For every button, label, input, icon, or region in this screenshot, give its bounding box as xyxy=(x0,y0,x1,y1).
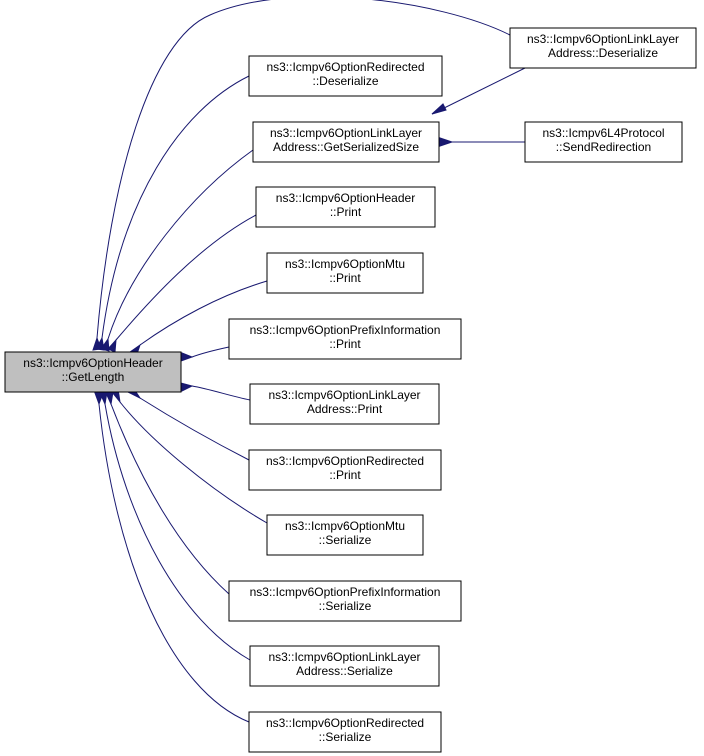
node-box xyxy=(524,121,683,163)
node-label-line-1: ns3::Icmpv6OptionRedirected xyxy=(266,60,424,74)
node-label-line-1: ns3::Icmpv6OptionPrefixInformation xyxy=(250,323,441,337)
node-hdr_print[interactable]: ns3::Icmpv6OptionHeader::Print xyxy=(255,186,436,228)
node-label-line-1: ns3::Icmpv6OptionRedirected xyxy=(266,454,424,468)
node-box xyxy=(266,514,424,556)
edge-lla_deser-to-root xyxy=(92,0,511,351)
node-label-line-1: ns3::Icmpv6OptionMtu xyxy=(285,257,405,271)
node-mtu_print[interactable]: ns3::Icmpv6OptionMtu::Print xyxy=(266,252,424,294)
node-label-line-2: Address::Serialize xyxy=(296,664,393,678)
node-label-line-1: ns3::Icmpv6OptionLinkLayer xyxy=(268,650,420,664)
edge-lla_deser-to-lla_getsize xyxy=(431,67,526,115)
edge-line xyxy=(110,403,230,595)
node-label-line-2: ::GetLength xyxy=(62,370,125,384)
edge-pi_print-to-root xyxy=(180,346,230,362)
node-pi_ser[interactable]: ns3::Icmpv6OptionPrefixInformation::Seri… xyxy=(228,580,462,622)
node-label-line-1: ns3::Icmpv6OptionPrefixInformation xyxy=(250,585,441,599)
arrowhead-icon xyxy=(94,392,104,406)
arrowhead-icon xyxy=(107,338,117,353)
node-mtu_ser[interactable]: ns3::Icmpv6OptionMtu::Serialize xyxy=(266,514,424,556)
node-label-line-2: Address::GetSerializedSize xyxy=(273,140,419,154)
node-box xyxy=(248,449,442,491)
edge-lla_print-to-root xyxy=(180,382,251,401)
arrowhead-icon xyxy=(180,352,194,362)
edge-red_print-to-root xyxy=(127,385,250,461)
node-label-line-2: ::SendRedirection xyxy=(556,140,651,154)
edge-mtu_ser-to-root xyxy=(111,388,268,524)
node-layer: ns3::Icmpv6OptionHeader::GetLengthns3::I… xyxy=(4,27,697,753)
edge-red_deser-to-root xyxy=(95,75,250,351)
node-root: ns3::Icmpv6OptionHeader::GetLength xyxy=(4,351,182,393)
node-label-line-1: ns3::Icmpv6OptionLinkLayer xyxy=(268,388,420,402)
edge-line xyxy=(191,385,251,401)
node-label-line-2: ::Print xyxy=(329,337,361,351)
edge-line xyxy=(191,346,230,358)
edge-line xyxy=(96,0,511,339)
node-label-line-2: Address::Print xyxy=(307,402,383,416)
node-l4_sendred[interactable]: ns3::Icmpv6L4Protocol::SendRedirection xyxy=(524,121,683,163)
edge-line xyxy=(139,280,268,346)
node-label-line-1: ns3::Icmpv6OptionHeader xyxy=(276,191,415,205)
node-lla_deser[interactable]: ns3::Icmpv6OptionLinkLayerAddress::Deser… xyxy=(509,27,697,69)
node-label-line-2: ::Print xyxy=(330,205,362,219)
edge-l4_sendred-to-lla_getsize xyxy=(439,137,525,147)
arrowhead-icon xyxy=(431,103,447,115)
node-label-line-2: ::Print xyxy=(329,468,361,482)
edge-pi_ser-to-root xyxy=(105,391,230,595)
node-lla_getsize[interactable]: ns3::Icmpv6OptionLinkLayerAddress::GetSe… xyxy=(252,121,440,163)
node-box xyxy=(249,383,440,425)
edge-line xyxy=(107,149,254,340)
node-box xyxy=(252,121,440,163)
edge-hdr_print-to-root xyxy=(107,214,257,353)
node-box xyxy=(266,252,424,294)
node-label-line-2: Address::Deserialize xyxy=(548,46,658,60)
node-pi_print[interactable]: ns3::Icmpv6OptionPrefixInformation::Prin… xyxy=(228,318,462,360)
edge-line xyxy=(139,397,250,461)
node-label-line-1: ns3::Icmpv6OptionLinkLayer xyxy=(270,126,422,140)
edge-line xyxy=(431,67,526,115)
edge-line xyxy=(104,403,251,661)
edge-line xyxy=(101,75,250,339)
edge-line xyxy=(115,214,257,341)
node-box xyxy=(509,27,697,69)
node-box xyxy=(255,186,436,228)
node-box xyxy=(4,351,182,393)
node-red_print[interactable]: ns3::Icmpv6OptionRedirected::Print xyxy=(248,449,442,491)
node-label-line-1: ns3::Icmpv6OptionMtu xyxy=(285,519,405,533)
node-label-line-2: ::Deserialize xyxy=(312,74,378,88)
node-box xyxy=(228,318,462,360)
edge-lla_getsize-to-root xyxy=(100,149,254,352)
node-box xyxy=(228,580,462,622)
edge-red_ser-to-root xyxy=(94,392,250,723)
node-lla_ser[interactable]: ns3::Icmpv6OptionLinkLayerAddress::Seria… xyxy=(249,645,440,687)
node-label-line-2: ::Serialize xyxy=(319,599,372,613)
node-label-line-2: ::Serialize xyxy=(319,533,372,547)
node-label-line-1: ns3::Icmpv6OptionHeader xyxy=(23,356,162,370)
node-label-line-2: ::Serialize xyxy=(319,730,372,744)
node-box xyxy=(248,711,442,753)
arrowhead-icon xyxy=(180,382,194,392)
arrowhead-icon xyxy=(100,337,110,352)
node-label-line-1: ns3::Icmpv6OptionLinkLayer xyxy=(527,32,679,46)
node-label-line-2: ::Print xyxy=(329,271,361,285)
arrowhead-icon xyxy=(439,137,454,147)
edge-line xyxy=(98,403,250,723)
node-red_ser[interactable]: ns3::Icmpv6OptionRedirected::Serialize xyxy=(248,711,442,753)
node-box xyxy=(249,645,440,687)
node-label-line-1: ns3::Icmpv6OptionRedirected xyxy=(266,716,424,730)
node-label-line-1: ns3::Icmpv6L4Protocol xyxy=(542,126,664,140)
node-box xyxy=(248,55,443,97)
node-red_deser[interactable]: ns3::Icmpv6OptionRedirected::Deserialize xyxy=(248,55,443,97)
edge-line xyxy=(119,401,268,524)
edge-layer xyxy=(92,0,526,723)
